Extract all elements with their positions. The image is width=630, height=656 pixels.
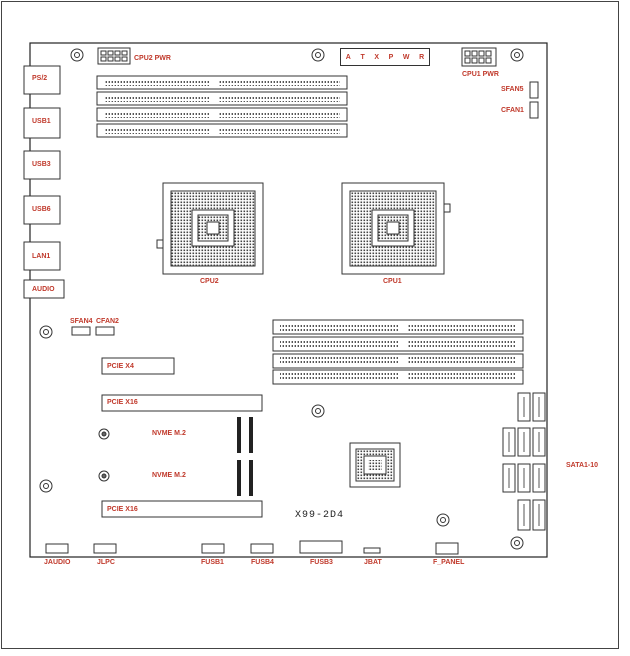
sata-connectors <box>502 392 546 531</box>
usb3-port <box>23 150 61 180</box>
sfan5-header <box>529 81 539 99</box>
nvme-connectors <box>237 417 253 496</box>
sfan4-header <box>71 326 91 336</box>
image-frame <box>1 1 619 649</box>
mounting-holes <box>39 48 524 550</box>
jlpc-label: JLPC <box>97 559 115 566</box>
board-outline <box>29 42 548 558</box>
usb6-port <box>23 195 61 225</box>
nvme-standoffs <box>98 428 110 482</box>
atx-letter: R <box>419 53 425 61</box>
fusb4-label: FUSB4 <box>251 559 274 566</box>
rear-io <box>23 65 65 299</box>
pcie-x4-slot <box>101 357 175 375</box>
atx-letter: A <box>345 53 351 61</box>
audio-port <box>23 279 65 299</box>
pcie-x16-bottom-slot <box>101 500 263 518</box>
lan1-port <box>23 241 61 271</box>
cpu2-socket <box>156 182 264 275</box>
atx-letter: X <box>374 53 379 61</box>
usb1-label: USB1 <box>32 118 51 125</box>
usb1-port <box>23 107 61 139</box>
jaudio-header <box>45 543 69 554</box>
pcie-x16-bottom-label: PCIE X16 <box>107 506 138 513</box>
ps2-port <box>23 65 61 95</box>
f-panel-header <box>435 542 459 555</box>
jlpc-header <box>93 543 117 554</box>
bottom-headers <box>45 540 459 555</box>
sfan5-label: SFAN5 <box>501 86 524 93</box>
fusb1-header <box>201 543 225 554</box>
jaudio-label: JAUDIO <box>44 559 71 566</box>
chipset <box>349 442 401 488</box>
atx-letter: P <box>388 53 394 61</box>
cfan2-header <box>95 326 115 336</box>
sfan4-label: SFAN4 <box>70 318 93 325</box>
pcie-x4-label: PCIE X4 <box>107 363 134 370</box>
top-dimm-slots <box>96 75 348 138</box>
ps2-label: PS/2 <box>32 75 48 82</box>
pcie-x16-top-label: PCIE X16 <box>107 399 138 406</box>
atx-letter: T <box>360 53 365 61</box>
pcie-x16-top-slot <box>101 394 263 412</box>
usb6-label: USB6 <box>32 206 51 213</box>
board-model: X99-2D4 <box>295 510 345 521</box>
cfan2-label: CFAN2 <box>96 318 119 325</box>
usb3-label: USB3 <box>32 161 51 168</box>
cpu2-label: CPU2 <box>200 278 219 285</box>
right-dimm-slots <box>272 319 524 385</box>
atx-letter: W <box>402 53 410 61</box>
f-panel-label: F_PANEL <box>433 559 465 566</box>
cfan1-header <box>529 101 539 119</box>
fusb3-label: FUSB3 <box>310 559 333 566</box>
jbat-header <box>363 547 381 554</box>
fusb3-header <box>299 540 343 554</box>
atx-power-connector: A T X P W R <box>340 48 430 66</box>
cpu1-label: CPU1 <box>383 278 402 285</box>
cpu1-power-connector <box>461 47 497 67</box>
sata-label: SATA1-10 <box>566 462 599 469</box>
cpu2-pwr-label: CPU2 PWR <box>134 55 171 62</box>
fusb1-label: FUSB1 <box>201 559 224 566</box>
nvme1-label: NVME M.2 <box>152 430 186 437</box>
audio-label: AUDIO <box>32 286 55 293</box>
fusb4-header <box>250 543 274 554</box>
nvme2-label: NVME M.2 <box>152 472 186 479</box>
jbat-label: JBAT <box>364 559 382 566</box>
cpu1-socket <box>341 182 451 275</box>
cpu1-pwr-label: CPU1 PWR <box>462 71 499 78</box>
cpu2-power-connector <box>97 47 131 65</box>
cfan1-label: CFAN1 <box>501 107 524 114</box>
lan1-label: LAN1 <box>32 253 51 260</box>
